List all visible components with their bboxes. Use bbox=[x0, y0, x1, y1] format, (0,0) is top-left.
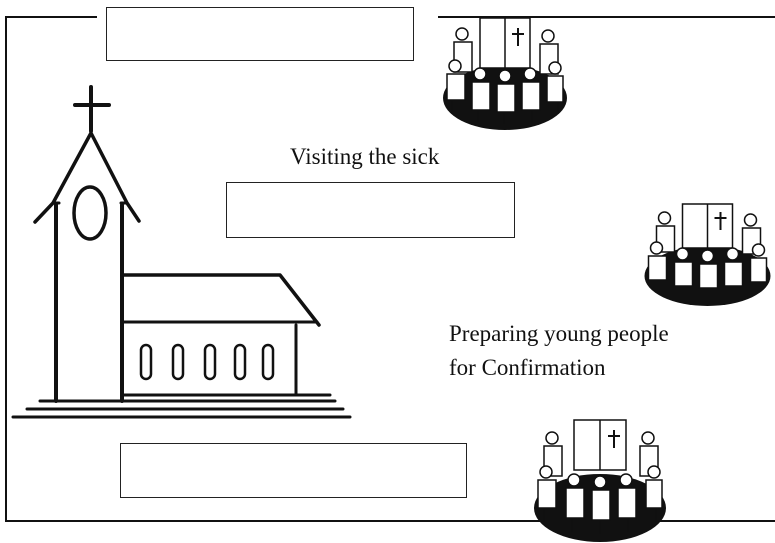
answer-box-middle[interactable] bbox=[226, 182, 515, 238]
frame-bottom bbox=[5, 520, 540, 522]
group-bible-study-icon bbox=[644, 203, 771, 306]
group-bible-study-icon bbox=[443, 17, 567, 130]
frame-left bbox=[5, 16, 7, 522]
caption-visiting-sick: Visiting the sick bbox=[290, 144, 440, 169]
frame-top-right bbox=[438, 16, 775, 18]
frame-bottom-right bbox=[650, 520, 775, 522]
caption-confirmation-line1: Preparing young people bbox=[449, 321, 669, 346]
frame-top-left bbox=[5, 16, 97, 18]
answer-box-top[interactable] bbox=[106, 7, 414, 61]
group-bible-study-icon bbox=[534, 419, 666, 542]
caption-confirmation-line2: for Confirmation bbox=[449, 355, 606, 380]
answer-box-bottom[interactable] bbox=[120, 443, 467, 498]
church-icon bbox=[11, 85, 352, 419]
